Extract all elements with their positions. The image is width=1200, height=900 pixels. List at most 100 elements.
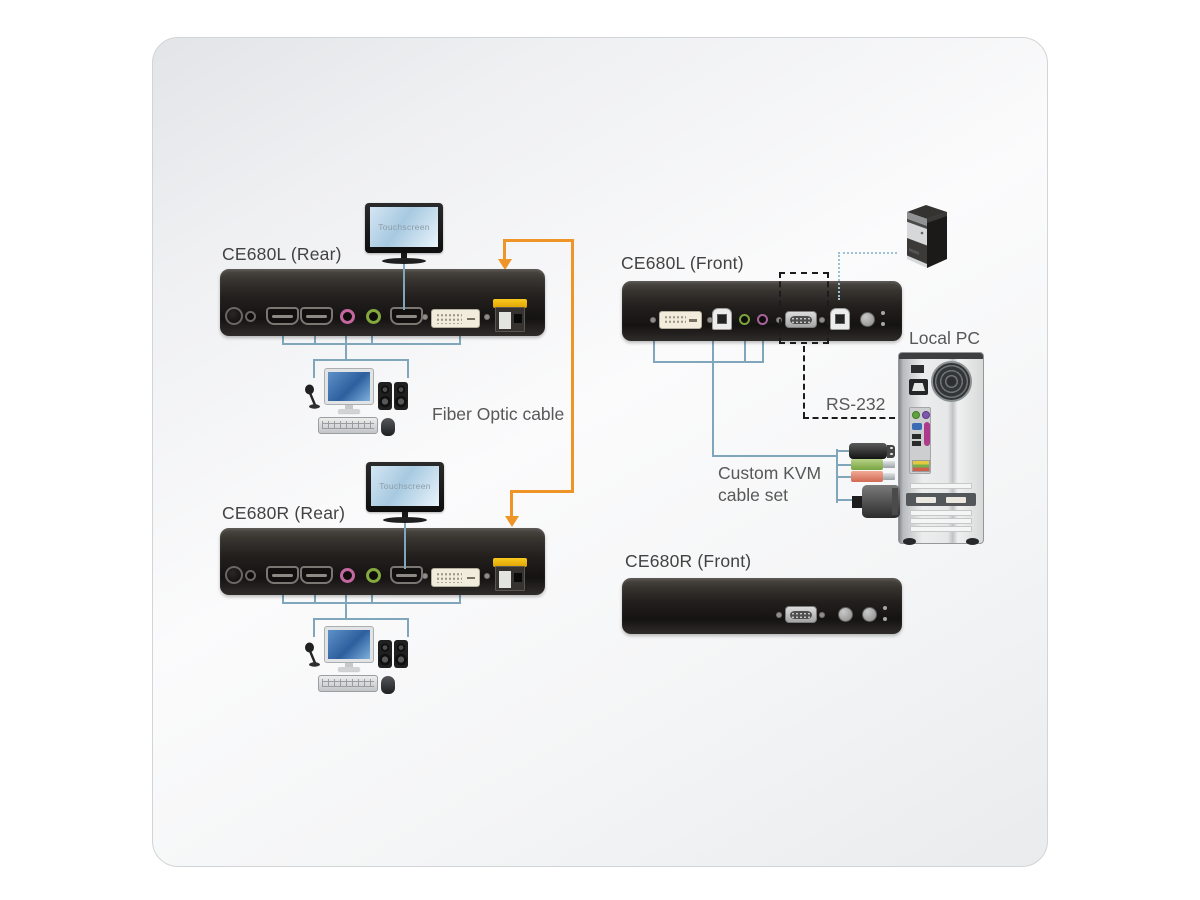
usb-a-plug-icon	[849, 443, 895, 459]
link-line	[314, 595, 316, 604]
fiber-cable-arrow-icon	[505, 516, 519, 527]
screw-post	[819, 317, 825, 323]
dvi-blade	[467, 317, 475, 320]
touchscreen-label: Touchscreen	[378, 222, 430, 232]
speaker-icon	[378, 640, 392, 668]
monitor-neck	[401, 253, 407, 259]
link-line	[371, 336, 373, 345]
usb-port	[912, 441, 921, 446]
link-line	[836, 476, 852, 478]
hdmi-slot	[396, 315, 417, 318]
hdmi-port	[390, 566, 423, 584]
touchscreen-monitor-icon: Touchscreen	[365, 203, 443, 265]
sfp-bale	[493, 558, 527, 567]
sfp-fiber-module	[493, 558, 527, 592]
speaker-jack	[366, 309, 381, 324]
link-line	[313, 359, 315, 378]
rs232-serial-port	[785, 311, 817, 328]
link-line	[653, 341, 655, 363]
link-line	[345, 595, 347, 604]
dvi-connector	[946, 496, 966, 503]
link-line	[282, 343, 461, 345]
dvi-pins	[664, 315, 686, 325]
keyboard-icon	[318, 675, 378, 692]
custom-kvm-label-line2: cable set	[718, 485, 789, 505]
fiber-cable-segment	[503, 240, 506, 261]
dvi-connector	[916, 496, 936, 503]
fiber-cable-segment	[510, 490, 513, 517]
keyboard-keys	[322, 421, 374, 429]
device-title-ce680l-rear: CE680L (Rear)	[222, 244, 342, 264]
touchscreen-monitor-icon: Touchscreen	[366, 462, 444, 524]
link-line	[836, 499, 854, 501]
local-pc-tower-icon	[898, 352, 984, 545]
link-line	[459, 595, 461, 604]
sfp-fiber-module	[493, 299, 527, 333]
hdmi-slot	[306, 315, 327, 318]
power-inlet-socket	[912, 383, 925, 391]
link-line	[407, 618, 409, 637]
hdmi-slot	[272, 315, 293, 318]
usb-plug-pin	[890, 452, 893, 455]
plug-body	[851, 471, 883, 482]
hdmi-port	[390, 307, 423, 325]
dvi-pins	[436, 572, 462, 583]
plug-tip	[883, 461, 895, 468]
link-line	[407, 359, 409, 378]
dvi-port	[431, 309, 480, 328]
mic-plug-icon	[851, 471, 895, 482]
link-line	[345, 602, 347, 620]
io-panel	[909, 407, 931, 474]
microphone-icon	[305, 384, 320, 409]
monitor-base	[383, 517, 427, 523]
led-indicator	[881, 322, 885, 326]
touchscreen-label: Touchscreen	[379, 481, 431, 491]
screw-post	[484, 314, 490, 320]
audio-port-sticker	[911, 460, 930, 472]
mouse-icon	[381, 676, 395, 694]
pc-foot	[903, 538, 916, 545]
link-line	[313, 618, 409, 620]
link-line	[744, 341, 746, 363]
mic-jack	[340, 309, 355, 324]
touchscreen-link-line	[403, 252, 405, 310]
fiber-optic-cable-label: Fiber Optic cable	[432, 404, 565, 424]
pc-foot	[966, 538, 979, 545]
device-title-ce680r-rear: CE680R (Rear)	[222, 503, 346, 523]
usb-plug-face	[887, 444, 895, 458]
power-button	[225, 566, 243, 584]
vga-port	[912, 423, 922, 430]
keyboard-icon	[318, 417, 378, 434]
sfp-slot	[514, 573, 522, 582]
rs232-label: RS-232	[826, 394, 886, 414]
mic-jack	[340, 568, 355, 583]
speaker-jack	[366, 568, 381, 583]
sfp-label	[499, 571, 511, 588]
pc-top-edge	[899, 353, 983, 359]
power-inlet	[909, 379, 928, 395]
dvi-pins	[436, 313, 462, 324]
screw-post	[650, 317, 656, 323]
screw-post	[484, 573, 490, 579]
hdmi-slot	[272, 574, 293, 577]
dvi-plug-icon	[852, 485, 900, 518]
mouse-icon	[381, 418, 395, 436]
link-line	[313, 359, 409, 361]
usb-b-inner	[717, 314, 727, 324]
link-line	[313, 618, 315, 637]
link-line	[282, 595, 284, 604]
plug-body	[851, 459, 883, 470]
dvi-blade	[467, 576, 475, 579]
link-line	[345, 336, 347, 345]
graphics-card-slot	[906, 493, 976, 506]
speaker-plug-icon	[851, 459, 895, 470]
sfp-bale	[493, 299, 527, 308]
db9-pins	[790, 610, 812, 619]
link-line	[345, 343, 347, 361]
power-button	[225, 307, 243, 325]
fan-grille-icon	[931, 361, 972, 402]
rs232-dashed-line	[803, 346, 805, 418]
usb-dotted-line	[838, 252, 897, 254]
dvi-port	[659, 311, 702, 329]
link-line	[836, 450, 852, 452]
